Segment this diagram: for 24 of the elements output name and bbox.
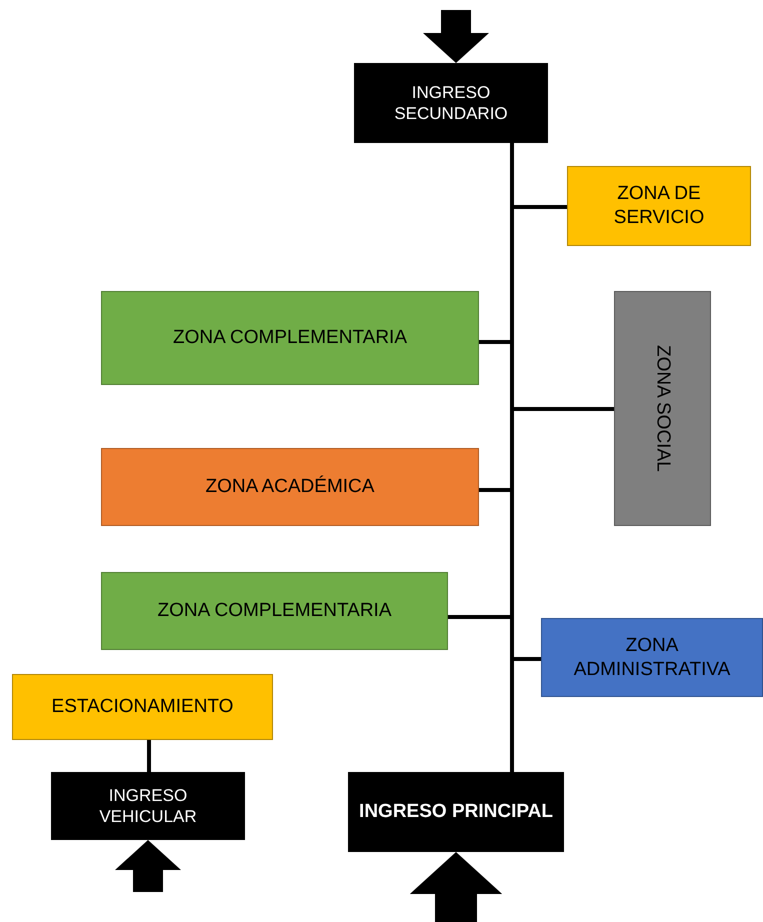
zone-box (614, 291, 711, 526)
box-label: INGRESO VEHICULAR (98, 784, 198, 828)
box-label: ZONA ADMINISTRATIVA (572, 634, 732, 682)
zone-box (567, 166, 751, 246)
box-label: ZONA COMPLEMENTARIA (172, 326, 407, 350)
box-label: ZONA ACADÉMICA (206, 475, 374, 499)
entrance-box (51, 772, 245, 840)
box-label: INGRESO SECUNDARIO (393, 82, 509, 124)
box-label: ESTACIONAMIENTO (52, 695, 234, 719)
box-label: ZONA COMPLEMENTARIA (157, 599, 392, 623)
zone-box (541, 618, 763, 697)
zone-box (12, 674, 273, 740)
box-label: ZONA DE SERVICIO (612, 182, 706, 230)
connector-line (147, 740, 151, 772)
entry-arrow (410, 852, 502, 922)
box-label: ZONA SOCIAL (651, 345, 674, 472)
zone-box (101, 291, 479, 385)
zone-box (101, 448, 479, 526)
entry-arrow (423, 10, 489, 63)
entry-arrow (115, 840, 181, 892)
box-label: INGRESO PRINCIPAL (359, 800, 553, 824)
entrance-box (348, 772, 564, 852)
zone-box (101, 572, 448, 650)
entrance-box (354, 63, 548, 143)
